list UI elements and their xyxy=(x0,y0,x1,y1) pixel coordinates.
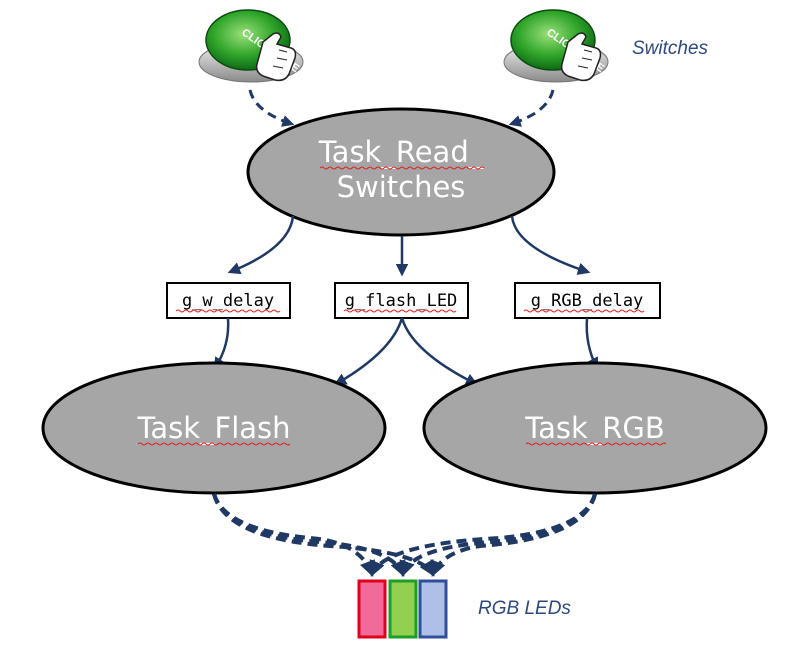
arrow-switch-right xyxy=(508,89,555,127)
node-title: Task_Flash xyxy=(136,411,290,445)
arrow-rgb-delay-to-rgb xyxy=(585,317,599,371)
spellcheck-underline xyxy=(523,309,645,313)
var-label: g_RGB_delay xyxy=(531,291,644,311)
var-label: g_w_delay xyxy=(182,291,274,311)
node-task-flash: Task_Flash xyxy=(41,361,387,495)
arrow-flash-led-to-rgb xyxy=(400,317,479,386)
arrow-to-rgb-delay xyxy=(510,215,591,275)
node-title-line1: Task_Read_ xyxy=(318,135,484,169)
arrow-flash-led-to-flash xyxy=(333,317,404,386)
led-green xyxy=(388,579,418,639)
var-label: g_flash_LED xyxy=(345,291,458,311)
spellcheck-underline xyxy=(137,442,291,446)
var-box-w-delay: g_w_delay xyxy=(166,282,291,319)
spellcheck-underline xyxy=(343,309,457,313)
node-title: Task_RGB xyxy=(524,411,665,445)
led-red xyxy=(357,579,387,639)
switch-button-left: CLICK HERE xyxy=(198,9,304,83)
node-title-line2: Switches xyxy=(337,170,466,204)
led-blue xyxy=(418,579,448,639)
arrow-switch-left xyxy=(248,89,295,127)
switch-button-right: CLICK HERE xyxy=(503,9,609,83)
arrow-to-w-delay xyxy=(227,215,295,275)
rgb-leds-label: RGB LEDs xyxy=(478,598,571,619)
switches-label: Switches xyxy=(632,38,709,59)
led-arrows xyxy=(212,493,597,578)
var-box-rgb-delay: g_RGB_delay xyxy=(514,282,661,319)
spellcheck-underline xyxy=(319,166,485,170)
spellcheck-underline xyxy=(525,442,667,446)
spellcheck-underline xyxy=(175,309,281,313)
var-box-flash-led: g_flash_LED xyxy=(334,282,469,319)
hand-pointer-icon xyxy=(560,32,602,82)
arrow-w-delay-to-flash xyxy=(213,317,230,371)
node-task-rgb: Task_RGB xyxy=(422,361,768,495)
node-task-read-switches: Task_Read_ Switches xyxy=(246,107,556,237)
rgb-leds xyxy=(357,579,448,639)
hand-pointer-icon xyxy=(255,32,297,82)
